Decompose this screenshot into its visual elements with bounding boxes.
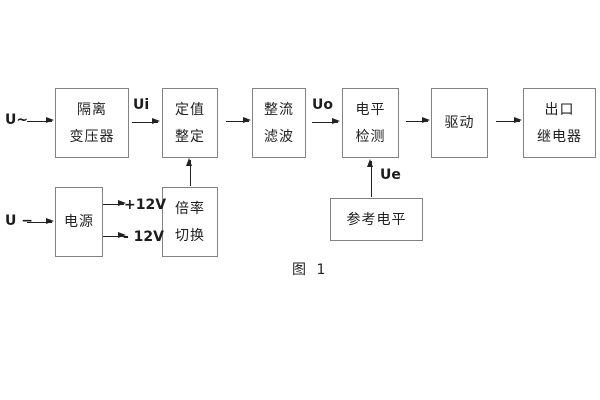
block-label: 继电器 xyxy=(537,128,582,145)
block-reference-level: 参考电平 xyxy=(330,198,423,241)
block-label: 倍率 xyxy=(175,200,205,217)
block-label: 整流 xyxy=(264,101,294,118)
block-label: 变压器 xyxy=(69,128,115,145)
label-signal-ue: Ue xyxy=(380,167,401,183)
arrow-right-icon xyxy=(103,232,126,239)
label-rail-plus12v: +12V xyxy=(124,197,167,213)
arrow-right-icon xyxy=(132,118,160,125)
block-label: 电源 xyxy=(64,214,94,230)
arrow-right-icon xyxy=(103,200,126,207)
block-level-detect: 电平 检测 xyxy=(342,88,399,158)
label-input-ac: U~ xyxy=(5,112,29,128)
label-signal-uo: Uo xyxy=(312,97,333,113)
arrow-right-icon xyxy=(27,218,54,225)
block-isolation-transformer: 隔离 变压器 xyxy=(55,88,129,158)
block-label: 参考电平 xyxy=(346,211,407,228)
block-label: 驱动 xyxy=(444,115,475,131)
arrow-up-icon xyxy=(367,159,374,197)
arrow-up-icon xyxy=(186,158,193,186)
block-label: 整定 xyxy=(175,128,205,145)
arrow-right-icon xyxy=(27,117,54,124)
block-rectifier-filter: 整流 滤波 xyxy=(252,88,306,158)
block-driver: 驱动 xyxy=(431,88,488,158)
figure-caption: 图 1 xyxy=(292,262,329,278)
arrow-right-icon xyxy=(406,117,430,124)
label-rail-minus12v: - 12V xyxy=(123,229,165,245)
block-label: 切换 xyxy=(175,227,205,244)
arrow-right-icon xyxy=(496,117,522,124)
block-label: 电平 xyxy=(355,101,386,118)
label-signal-ui: Ui xyxy=(133,97,150,113)
block-power-supply: 电源 xyxy=(55,187,103,257)
label-input-dc: U − xyxy=(5,213,33,229)
block-label: 隔离 xyxy=(77,101,107,118)
arrow-right-icon xyxy=(226,117,251,124)
block-label: 出口 xyxy=(544,101,575,118)
block-label: 定值 xyxy=(175,101,205,118)
arrow-right-icon xyxy=(312,118,340,125)
block-output-relay: 出口 继电器 xyxy=(523,88,596,158)
block-ratio-switch: 倍率 切换 xyxy=(162,187,218,257)
block-label: 检测 xyxy=(355,128,386,145)
block-setpoint-adjust: 定值 整定 xyxy=(162,88,218,158)
block-label: 滤波 xyxy=(264,128,294,145)
